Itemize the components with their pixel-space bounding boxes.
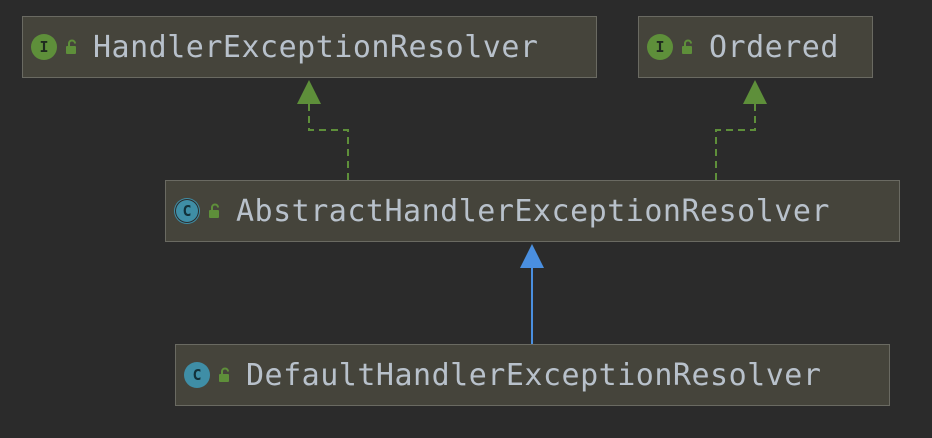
- public-lock-icon: [219, 367, 229, 382]
- implements-arrowhead-ordered: [743, 80, 767, 104]
- node-abstract-handler-exception-resolver[interactable]: C AbstractHandlerExceptionResolver: [165, 180, 900, 242]
- interface-icon: I: [31, 34, 57, 60]
- node-label: Ordered: [709, 29, 839, 65]
- implements-edge-handler-exception-resolver: [308, 102, 349, 180]
- extends-arrowhead-abstract-handler-exception-resolver: [520, 244, 544, 268]
- abstract-class-icon: C: [176, 200, 198, 222]
- node-label: AbstractHandlerExceptionResolver: [236, 193, 830, 229]
- node-label: HandlerExceptionResolver: [93, 29, 539, 65]
- public-lock-icon: [682, 39, 692, 54]
- node-ordered[interactable]: I Ordered: [638, 16, 873, 78]
- class-icon: C: [184, 362, 210, 388]
- node-default-handler-exception-resolver[interactable]: C DefaultHandlerExceptionResolver: [175, 344, 890, 406]
- interface-icon: I: [647, 34, 673, 60]
- implements-arrowhead-handler-exception-resolver: [297, 80, 321, 104]
- node-label: DefaultHandlerExceptionResolver: [246, 357, 822, 393]
- implements-edge-ordered: [715, 102, 756, 180]
- node-handler-exception-resolver[interactable]: I HandlerExceptionResolver: [22, 16, 597, 78]
- public-lock-icon: [209, 203, 219, 218]
- public-lock-icon: [66, 39, 76, 54]
